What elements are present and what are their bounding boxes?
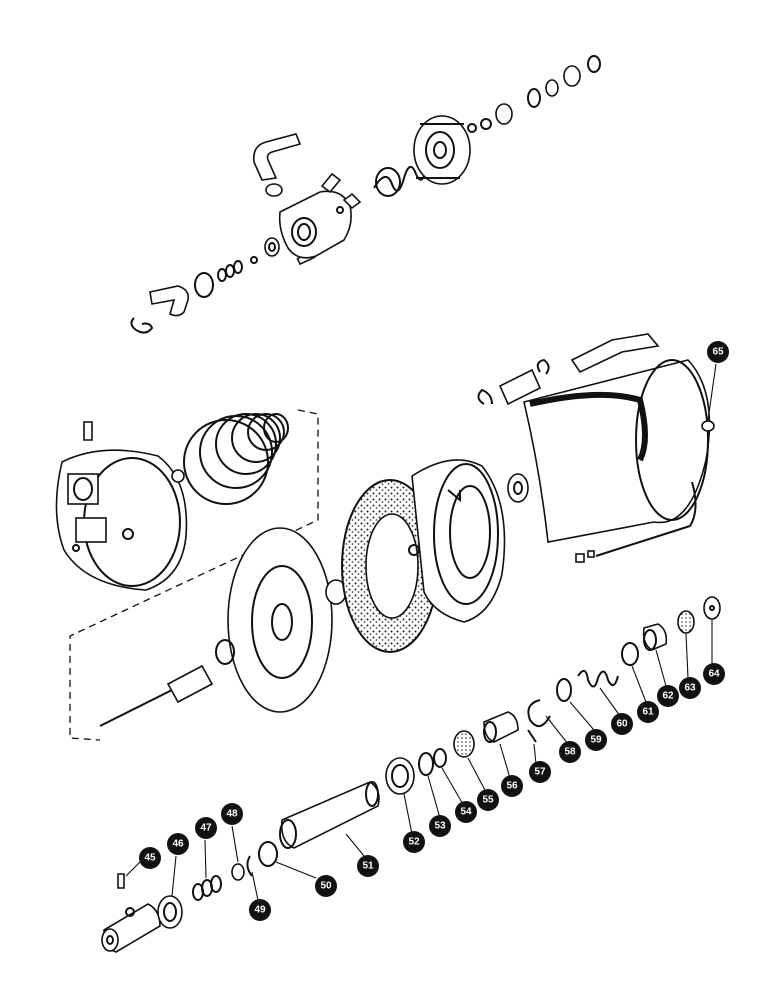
callout-59: 59 (585, 729, 607, 751)
svg-text:57: 57 (534, 767, 546, 778)
callout-58: 58 (559, 741, 581, 763)
callout-57: 57 (529, 761, 551, 783)
elbow-fitting (149, 285, 190, 317)
callout-63: 63 (679, 677, 701, 699)
svg-text:58: 58 (564, 747, 576, 758)
hose (570, 333, 660, 374)
fitting (342, 192, 362, 210)
callout-50: 50 (315, 875, 337, 897)
spring (373, 166, 427, 192)
svg-text:63: 63 (684, 683, 696, 694)
cap-washer (703, 596, 721, 620)
hose-clamp (477, 358, 550, 405)
callout-51: 51 (357, 855, 379, 877)
svg-text:52: 52 (408, 837, 420, 848)
svg-text:50: 50 (320, 881, 332, 892)
nut (264, 237, 280, 257)
rod-threaded-end (166, 664, 214, 704)
bent-tube (252, 133, 302, 181)
callout-49: 49 (249, 899, 271, 921)
cylinder-shell (523, 359, 711, 543)
svg-text:45: 45 (144, 853, 156, 864)
callout-46: 46 (167, 833, 189, 855)
conical-spring (183, 413, 289, 505)
valve-body (278, 190, 352, 259)
piston-housing (411, 459, 506, 623)
callout-64: 64 (703, 663, 725, 685)
svg-text:51: 51 (362, 861, 374, 872)
o-ring (194, 272, 214, 298)
lock-nut (453, 730, 475, 758)
callout-53: 53 (429, 815, 451, 837)
tie-rod (595, 481, 697, 557)
svg-text:46: 46 (172, 839, 184, 850)
nut-ring (385, 757, 415, 795)
callout-61: 61 (637, 701, 659, 723)
callout-55: 55 (477, 789, 499, 811)
callout-52: 52 (403, 831, 425, 853)
seal (217, 268, 227, 282)
adapter (157, 895, 183, 929)
svg-text:48: 48 (226, 809, 238, 820)
svg-text:64: 64 (708, 669, 720, 680)
callout-56: 56 (501, 775, 523, 797)
svg-text:56: 56 (506, 781, 518, 792)
nut (171, 469, 185, 483)
diaphragm (227, 527, 333, 713)
svg-text:60: 60 (616, 719, 628, 730)
valve-assembly (130, 55, 601, 334)
clip (130, 317, 154, 334)
callout-65: 65 (707, 341, 729, 363)
washer (250, 256, 258, 264)
fitting (320, 172, 342, 194)
callout-62: 62 (657, 685, 679, 707)
leader-lines (125, 363, 717, 901)
svg-text:61: 61 (642, 707, 654, 718)
plug (563, 65, 581, 87)
seal (225, 264, 235, 278)
svg-text:54: 54 (460, 807, 472, 818)
svg-text:53: 53 (434, 821, 446, 832)
callout-48: 48 (221, 803, 243, 825)
plug (701, 420, 715, 432)
valve-cover (413, 115, 471, 185)
svg-text:47: 47 (200, 823, 212, 834)
brake-chamber-assembly (55, 333, 715, 741)
svg-text:49: 49 (254, 905, 266, 916)
svg-text:55: 55 (482, 795, 494, 806)
svg-text:62: 62 (662, 691, 674, 702)
grease-fitting (117, 873, 125, 889)
push-rod (99, 687, 177, 727)
callout-54: 54 (455, 801, 477, 823)
hose-connector (498, 368, 542, 406)
callout-60: 60 (611, 713, 633, 735)
callout-45: 45 (139, 847, 161, 869)
svg-text:59: 59 (590, 735, 602, 746)
snap-ring (527, 699, 551, 727)
spring (577, 669, 619, 688)
svg-text:65: 65 (712, 347, 724, 358)
seal-ring (507, 473, 529, 503)
pin (527, 729, 537, 743)
bleed-screw (83, 421, 93, 441)
nut (575, 553, 585, 563)
callout-47: 47 (195, 817, 217, 839)
fitting (483, 711, 519, 743)
washer (215, 639, 235, 665)
hex-nut (677, 610, 695, 634)
tube (280, 781, 380, 849)
seal (233, 260, 243, 274)
valve-seat (495, 103, 513, 125)
lower-parts (101, 596, 721, 953)
